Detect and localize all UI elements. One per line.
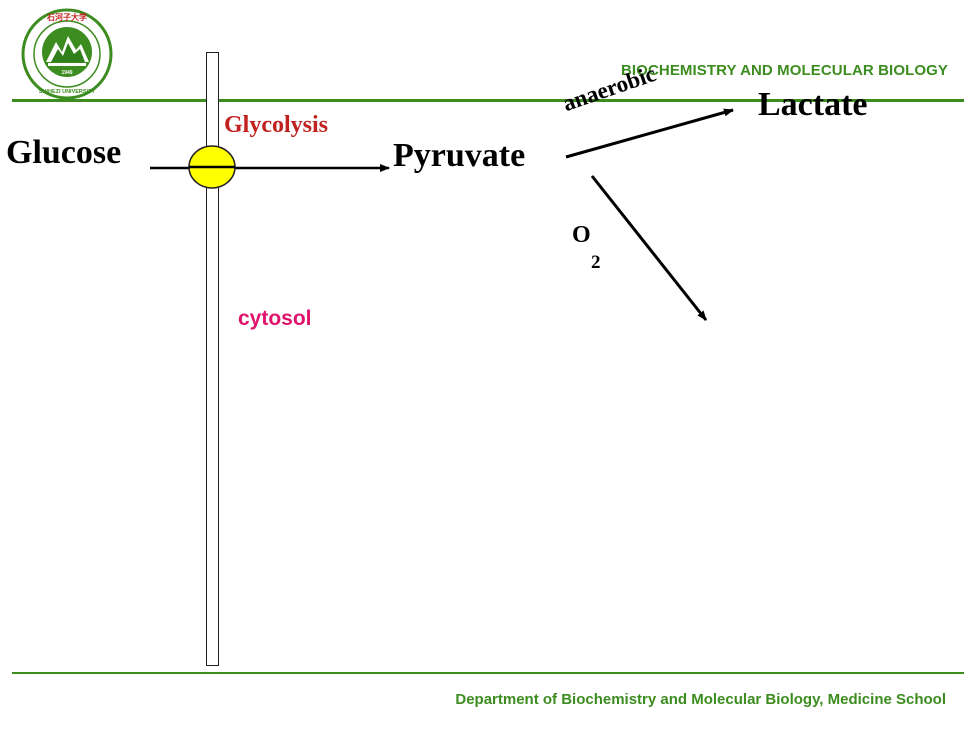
glycolysis-label: Glycolysis (224, 112, 329, 138)
cytosol-label: cytosol (238, 307, 312, 330)
seal-text-top: 石河子大学 (46, 12, 87, 22)
university-seal-icon: 1949 石河子大学 SHIHEZI UNIVERSITY (21, 8, 113, 100)
header-rule (12, 99, 964, 102)
oxygen-subscript: 2 (591, 252, 601, 273)
pyruvate-label: Pyruvate (393, 137, 526, 174)
anaerobic-arrow (565, 108, 734, 159)
university-logo: 1949 石河子大学 SHIHEZI UNIVERSITY (18, 8, 116, 100)
seal-text-bottom: SHIHEZI UNIVERSITY (39, 89, 96, 95)
footer-rule (12, 672, 964, 674)
aerobic-arrow (590, 175, 708, 321)
seal-year: 1949 (61, 70, 72, 76)
footer-text: Department of Biochemistry and Molecular… (455, 691, 946, 708)
glucose-label: Glucose (6, 134, 122, 171)
header-title: BIOCHEMISTRY AND MOLECULAR BIOLOGY (620, 62, 948, 79)
lactate-label: Lactate (758, 86, 868, 123)
oxygen-label: O (572, 222, 591, 248)
cell-membrane (206, 52, 219, 666)
